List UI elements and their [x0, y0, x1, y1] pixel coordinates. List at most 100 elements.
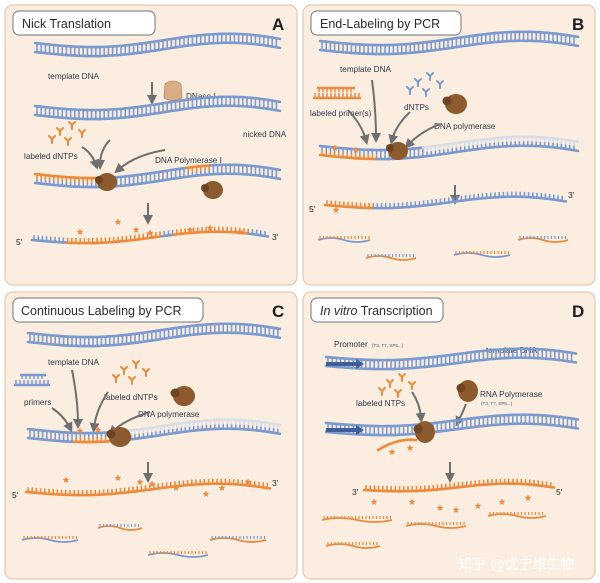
three-prime-end: 3' [272, 232, 279, 242]
panel-d-title: In vitro Transcription [320, 304, 433, 318]
extension-strand [318, 135, 580, 161]
step-arrow [370, 79, 381, 143]
template-dna-label: template DNA [48, 358, 100, 367]
template-dna-strand [324, 347, 578, 371]
labeled-dntps-label: labeled dNTPs [24, 152, 78, 161]
label-marker-icon [388, 444, 414, 455]
five-prime-end: 5' [309, 204, 316, 214]
template-dna-label: template DNA [340, 65, 392, 74]
panel-c: Continuous Labeling by PCR C template DN… [4, 291, 298, 580]
template-dna-label: template DNA [48, 72, 100, 81]
rna-polymerase-icon [456, 380, 478, 402]
labeled-fragment [365, 254, 417, 261]
labeled-product-strand [24, 478, 272, 497]
panel-c-title: Continuous Labeling by PCR [21, 304, 182, 318]
panel-a: Nick Translation A template DNA DNase I … [4, 4, 298, 286]
panel-d: In vitro Transcription D Promoter (T3, T… [302, 291, 596, 580]
dnase-enzyme [163, 80, 183, 101]
labeled-fragment [21, 536, 79, 543]
labeled-ntps-label: labeled NTPs [356, 399, 405, 408]
panel-a-letter: A [272, 15, 284, 34]
labeled-fragment [487, 512, 547, 519]
panel-d-background [302, 291, 596, 580]
dna-polymerase-icon [170, 386, 195, 406]
dna-polymerase-label: DNA Polymerase I [155, 156, 222, 165]
nick-translation-strand [33, 163, 282, 189]
step-arrow [95, 139, 111, 170]
label-marker-icon [76, 426, 102, 434]
labeled-fragment [209, 536, 267, 543]
labeled-fragment [517, 236, 569, 243]
panel-c-letter: C [272, 302, 284, 321]
labeled-fragment [453, 251, 511, 258]
labeled-primers-label: labeled primer(s) [310, 109, 372, 118]
labeled-fragment [405, 522, 467, 529]
labeled-fragment [325, 542, 381, 549]
dna-polymerase-label: DNA polymerase [138, 410, 200, 419]
step-arrow [388, 111, 411, 145]
template-dna-strand [33, 32, 282, 58]
panel-b-title: End-Labeling by PCR [320, 17, 440, 31]
step-arrow [404, 123, 441, 149]
promoter-label: Promoter [334, 340, 368, 349]
panel-a-background [4, 4, 298, 286]
panel-b: End-Labeling by PCR B template DNA label… [302, 4, 596, 286]
dnase-label: DNase I [186, 92, 216, 101]
five-prime-end: 5' [556, 487, 563, 497]
labeled-fragment [97, 524, 143, 531]
dntps-label: dNTPs [404, 103, 429, 112]
step-arrow [89, 391, 109, 433]
step-arrow [114, 149, 166, 174]
label-marker-icon [62, 474, 252, 497]
dna-polymerase-label: DNA polymerase [434, 122, 496, 131]
primer-icon [14, 373, 50, 387]
labeled-product-strand [323, 191, 568, 210]
rna-polymerase-label: RNA Polymerase [480, 390, 543, 399]
panel-d-title-italic: In vitro [320, 304, 358, 318]
rna-polymerase-icon [413, 421, 435, 443]
panel-b-title-box [310, 10, 462, 36]
dna-polymerase-icon [95, 173, 223, 199]
labeled-dntps-label: labeled dNTPs [104, 393, 158, 402]
step-arrow [51, 407, 73, 433]
labeled-dna-product [30, 226, 270, 245]
rna-polymerase-sub-label: (T3, T7, SP6...) [481, 401, 513, 406]
promoter-arrow-icon [326, 359, 364, 369]
five-prime-end: 5' [12, 490, 19, 500]
label-marker-icon [370, 494, 532, 513]
step-arrow [71, 369, 83, 429]
rna-transcript-strand [376, 438, 418, 452]
labeled-dntps-icon [112, 360, 150, 385]
primers-label: primers [24, 398, 51, 407]
promoter-arrow-icon [326, 425, 364, 435]
labeled-primer-icon [313, 86, 361, 100]
panel-d-title-rest: Transcription [358, 304, 433, 318]
panel-a-title: Nick Translation [22, 17, 111, 31]
label-marker-icon [76, 218, 244, 236]
panel-b-letter: B [572, 15, 584, 34]
template-dna-strand [318, 30, 580, 56]
template-dna-strand [26, 322, 282, 348]
template-dna-label: template DNA [486, 346, 538, 355]
dna-polymerase-icon [442, 94, 467, 114]
labeled-fragment [321, 516, 393, 523]
five-prime-end: 5' [16, 237, 23, 247]
labeled-dntps-icon [48, 121, 86, 146]
labeled-rna-product [362, 478, 556, 493]
labeled-fragment [317, 236, 371, 243]
panel-a-title-box [12, 10, 156, 36]
step-arrow [347, 109, 370, 145]
label-marker-icon [331, 144, 360, 153]
nicked-dna-strand [33, 95, 282, 121]
dntps-icon [406, 72, 444, 97]
dna-polymerase-icon [386, 142, 408, 160]
panel-d-letter: D [572, 302, 584, 321]
dna-polymerase-icon [106, 427, 131, 447]
panel-c-title-box [12, 297, 204, 323]
panel-d-title-box [310, 297, 444, 323]
watermark: 知乎 @优宁维生物 [458, 556, 574, 573]
labeled-ntps-icon [378, 373, 416, 398]
three-prime-end: 3' [352, 487, 359, 497]
three-prime-end: 3' [272, 478, 279, 488]
